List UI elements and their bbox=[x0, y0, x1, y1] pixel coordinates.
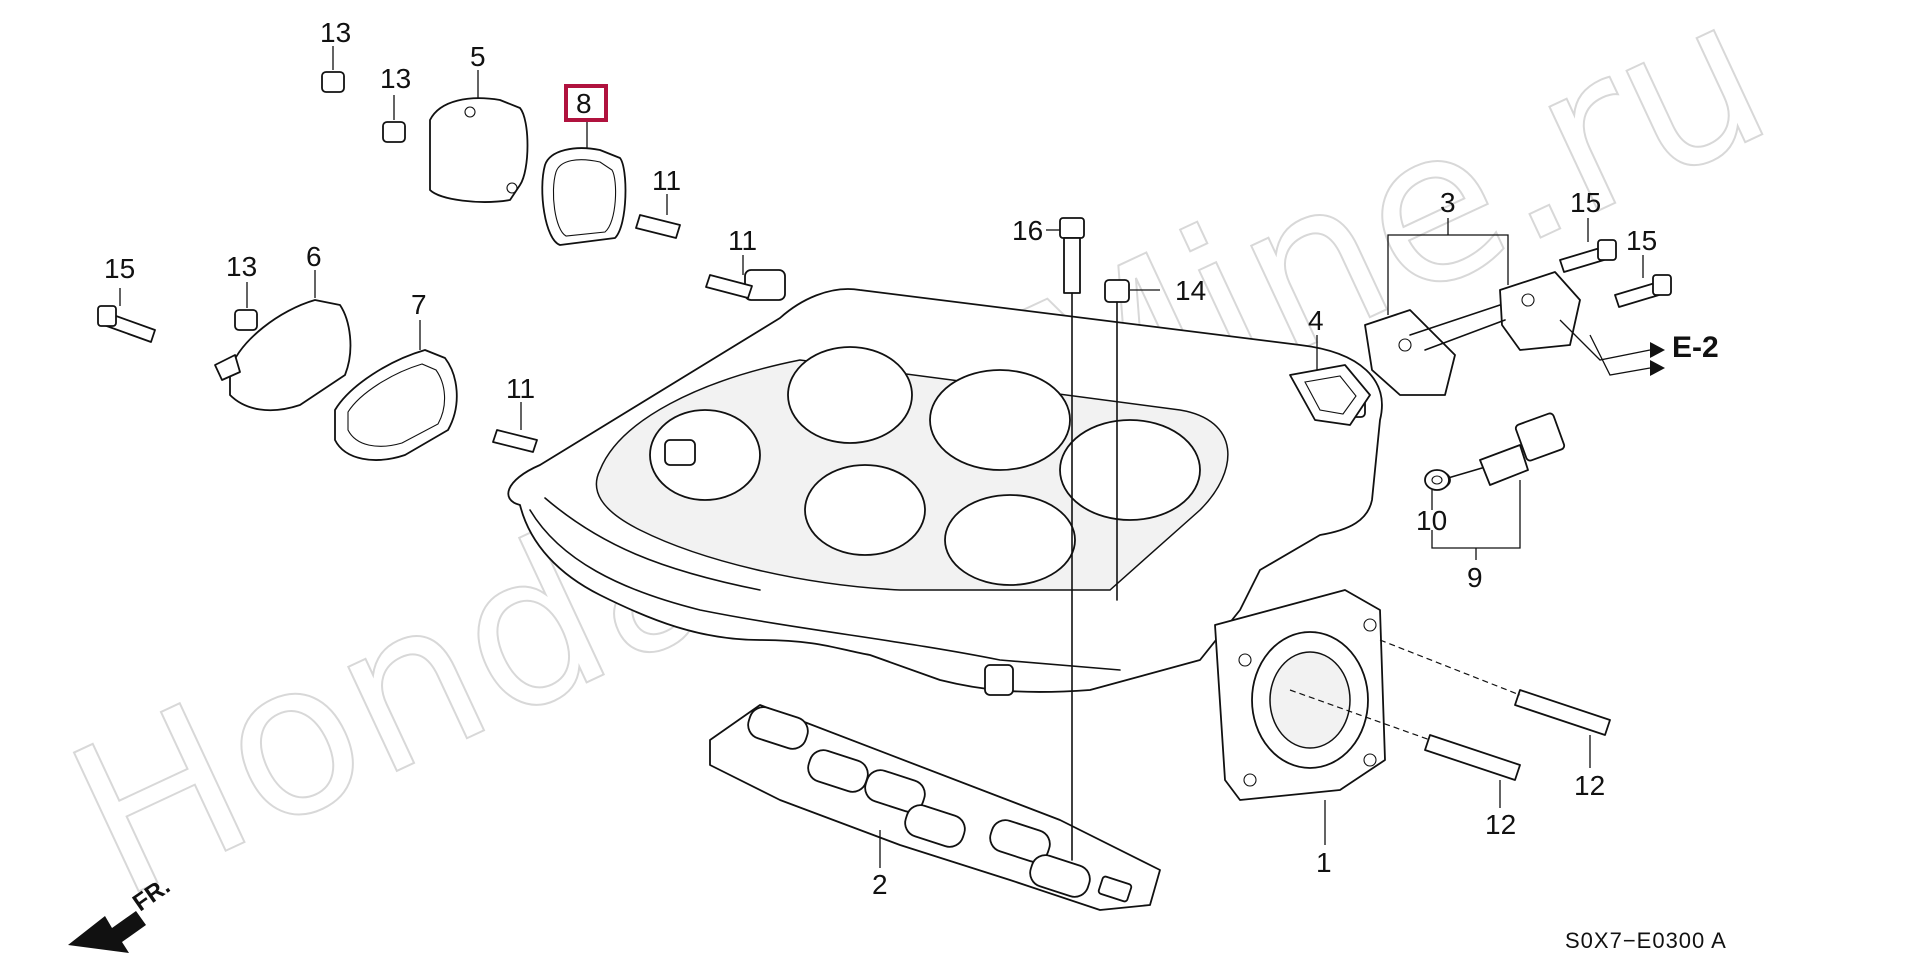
callout-11-left[interactable]: 11 bbox=[506, 373, 535, 404]
callout-14[interactable]: 14 bbox=[1175, 275, 1206, 306]
valve-assembly-3[interactable] bbox=[1364, 271, 1581, 396]
callout-13-left[interactable]: 13 bbox=[226, 251, 257, 282]
reference-arrows bbox=[1650, 342, 1665, 376]
front-direction-arrow bbox=[68, 911, 146, 953]
stud-12-upper[interactable] bbox=[1379, 639, 1611, 736]
callout-15-right[interactable]: 15 bbox=[1626, 225, 1657, 256]
callout-9[interactable]: 9 bbox=[1467, 562, 1483, 593]
callout-5[interactable]: 5 bbox=[470, 41, 486, 72]
washer-10[interactable] bbox=[1424, 469, 1450, 491]
nut-14[interactable] bbox=[1104, 279, 1130, 601]
callout-15-middle[interactable]: 15 bbox=[1570, 187, 1601, 218]
stud-12-lower[interactable] bbox=[1289, 689, 1521, 781]
nut-13-top[interactable] bbox=[321, 71, 345, 93]
stud-11-middle[interactable] bbox=[705, 274, 753, 299]
gasket-8[interactable] bbox=[541, 147, 627, 246]
callout-4[interactable]: 4 bbox=[1308, 305, 1324, 336]
bolt-16[interactable] bbox=[1059, 217, 1085, 861]
callout-12-upper[interactable]: 12 bbox=[1574, 770, 1605, 801]
callout-10[interactable]: 10 bbox=[1416, 505, 1447, 536]
manifold-gasket[interactable] bbox=[709, 704, 1161, 911]
intake-manifold[interactable] bbox=[507, 269, 1386, 801]
bolt-15-right[interactable] bbox=[1614, 274, 1672, 308]
cover-5[interactable] bbox=[429, 97, 529, 203]
callout-8[interactable]: 8 bbox=[576, 88, 592, 119]
callout-11-middle[interactable]: 11 bbox=[728, 225, 757, 256]
stud-11-top[interactable] bbox=[635, 214, 681, 239]
callout-6[interactable]: 6 bbox=[306, 241, 322, 272]
reference-label-e2[interactable]: E-2 bbox=[1672, 331, 1719, 364]
callout-7[interactable]: 7 bbox=[411, 289, 427, 320]
gasket-4[interactable] bbox=[1289, 364, 1371, 426]
gasket-7[interactable] bbox=[334, 349, 458, 461]
diagram-code: S0X7−E0300 A bbox=[1565, 928, 1727, 953]
bolt-15-left[interactable] bbox=[97, 305, 156, 343]
callout-16[interactable]: 16 bbox=[1012, 215, 1043, 246]
cover-6[interactable] bbox=[214, 299, 352, 412]
leader-lines bbox=[119, 46, 1651, 868]
callout-2[interactable]: 2 bbox=[872, 869, 888, 900]
sensor-9[interactable] bbox=[1429, 412, 1566, 489]
highlight-box bbox=[564, 84, 608, 122]
nut-13-middle[interactable] bbox=[382, 121, 406, 143]
callout-1[interactable]: 1 bbox=[1316, 847, 1332, 878]
stud-11-left[interactable] bbox=[492, 429, 538, 453]
callout-15-left[interactable]: 15 bbox=[104, 253, 135, 284]
callout-3[interactable]: 3 bbox=[1440, 187, 1456, 218]
callout-13-middle[interactable]: 13 bbox=[380, 63, 411, 94]
callout-13-top[interactable]: 13 bbox=[320, 17, 351, 48]
callout-11-top[interactable]: 11 bbox=[652, 165, 681, 196]
bolt-15-middle[interactable] bbox=[1559, 239, 1617, 273]
callout-12-lower[interactable]: 12 bbox=[1485, 809, 1516, 840]
nut-13-left[interactable] bbox=[234, 309, 258, 331]
